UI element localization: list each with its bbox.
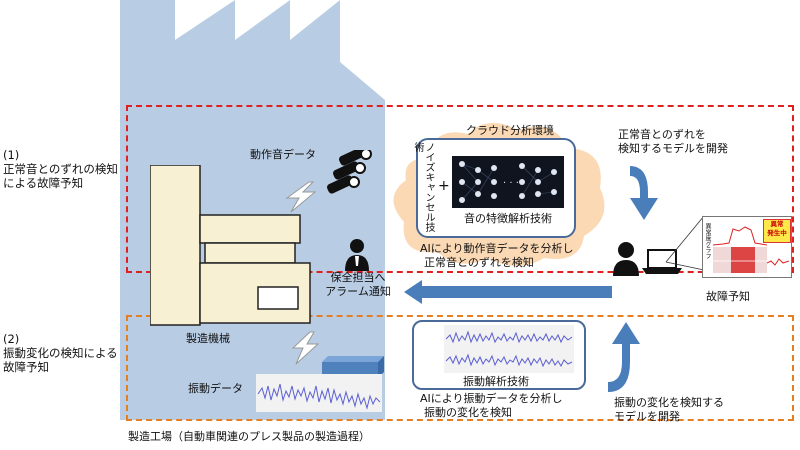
section1-box bbox=[126, 105, 794, 273]
arrow-up-icon bbox=[608, 322, 640, 392]
noise-cancel-tech-label: ノイズキャンセル技術 bbox=[412, 142, 434, 232]
failure-prediction-label: 故障予知 bbox=[706, 290, 750, 303]
ai-sound-line2: 正常音とのずれを検知 bbox=[424, 256, 534, 269]
section2-number: (2) bbox=[3, 332, 20, 346]
plus-sign: + bbox=[438, 178, 450, 194]
arrow-down-icon bbox=[630, 166, 658, 220]
alarm-label: 保全担当へ アラーム通知 bbox=[318, 271, 398, 299]
arrow-left-icon bbox=[404, 280, 612, 304]
microphone-icon bbox=[327, 150, 372, 194]
ai-vibration-line1: AIにより振動データを分析し bbox=[420, 392, 563, 405]
model-sound-line1: 正常音とのずれを bbox=[618, 128, 706, 141]
section2-line1: 振動変化の検知による bbox=[3, 346, 118, 360]
vibration-waveform bbox=[256, 374, 382, 412]
machine-illustration bbox=[150, 165, 311, 326]
section2-line2: 故障予知 bbox=[3, 360, 49, 374]
model-sound-line2: 検知するモデルを開発 bbox=[618, 142, 728, 155]
sound-data-label: 動作音データ bbox=[250, 148, 316, 161]
model-vibration-line2: モデルを開発 bbox=[614, 410, 680, 423]
model-vibration-line1: 振動の変化を検知する bbox=[614, 396, 724, 409]
anomaly-graph-axis-label: 異常度グラフ bbox=[704, 223, 711, 259]
section1-line1: 正常音とのずれの検知 bbox=[3, 162, 118, 176]
operator-icon bbox=[613, 242, 639, 276]
vibration-data-label: 振動データ bbox=[188, 382, 243, 395]
ai-vibration-description: AIにより振動データを分析し 振動の変化を検知 bbox=[420, 392, 563, 420]
sound-wave-icon bbox=[285, 181, 317, 213]
alarm-line1: 保全担当へ bbox=[330, 271, 386, 284]
anomaly-badge: 異常 発生中 bbox=[763, 219, 791, 243]
anomaly-screen: 異常度グラフ 異常 発生中 bbox=[702, 216, 792, 278]
sound-feature-tech-label: 音の特徴解析技術 bbox=[464, 212, 552, 225]
ai-vibration-line2: 振動の変化を検知 bbox=[424, 406, 512, 419]
factory-caption: 製造工場（自動車関連のプレス製品の製造過程） bbox=[128, 430, 370, 443]
alarm-line2: アラーム通知 bbox=[325, 285, 391, 298]
ai-sound-line1: AIにより動作音データを分析し bbox=[420, 242, 574, 255]
section1-line2: による故障予知 bbox=[3, 176, 84, 190]
model-sound-description: 正常音とのずれを 検知するモデルを開発 bbox=[618, 128, 728, 156]
section2-box bbox=[126, 315, 794, 421]
callout-pointer bbox=[665, 215, 705, 271]
svg-text:· · ·: · · · bbox=[503, 178, 519, 189]
vibration-wave-icon bbox=[291, 331, 320, 365]
maintenance-person-icon bbox=[345, 239, 369, 271]
neural-network-icon: · · · bbox=[452, 156, 564, 208]
vibration-analysis-waveform bbox=[444, 325, 574, 373]
vibration-tech-label: 振動解析技術 bbox=[463, 375, 529, 388]
anomaly-badge-line1: 異常 bbox=[770, 220, 784, 228]
ai-sound-description: AIにより動作音データを分析し 正常音とのずれを検知 bbox=[420, 242, 574, 270]
anomaly-badge-line2: 発生中 bbox=[767, 229, 787, 237]
model-vibration-description: 振動の変化を検知する モデルを開発 bbox=[614, 396, 724, 424]
machine-label: 製造機械 bbox=[186, 332, 230, 345]
section1-label: (1) 正常音とのずれの検知 による故障予知 bbox=[3, 148, 118, 190]
cloud-title: クラウド分析環境 bbox=[466, 124, 554, 137]
anomaly-side-graph bbox=[767, 258, 789, 266]
section2-label: (2) 振動変化の検知による 故障予知 bbox=[3, 332, 118, 374]
section1-number: (1) bbox=[3, 148, 20, 162]
laptop-icon bbox=[642, 249, 682, 274]
anomaly-graph bbox=[713, 226, 767, 273]
